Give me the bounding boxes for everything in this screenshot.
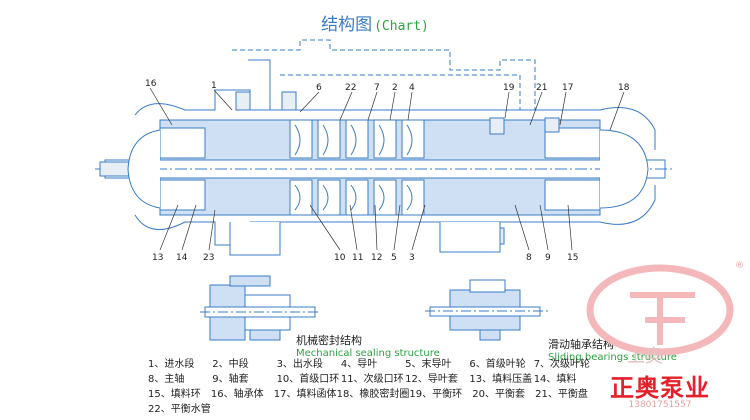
callout-19: 19 — [503, 83, 515, 93]
title-sub: (Chart) — [374, 19, 429, 34]
parts-legend: 1、进水段 2、中段 3、出水段 4、导叶 5、末导叶 6、首级叶轮 7、次级叶… — [148, 357, 598, 417]
registered-mark: ® — [735, 261, 744, 271]
callout-14: 14 — [176, 253, 188, 263]
callout-15: 15 — [567, 253, 578, 263]
brand-name: 正奥泵业 — [610, 374, 710, 402]
callout-2: 2 — [392, 83, 398, 93]
callout-12: 12 — [371, 253, 382, 263]
callout-16: 16 — [145, 79, 157, 89]
legend-item: 11、次级口环 — [340, 374, 404, 385]
legend-item: 6、首级叶轮 — [469, 359, 526, 370]
legend-item: 9、轴套 — [212, 374, 249, 385]
callout-9: 9 — [545, 253, 551, 263]
legend-row: 15、填料环 16、轴承体 17、填料函体 18、橡胶密封圈 19、平衡环 20… — [148, 387, 598, 402]
legend-row: 1、进水段 2、中段 3、出水段 4、导叶 5、末导叶 6、首级叶轮 7、次级叶… — [148, 357, 598, 372]
brand-phone: 13801751557 — [628, 400, 692, 410]
callout-23: 23 — [203, 253, 214, 263]
sliding-bearing-detail — [425, 279, 550, 341]
legend-item: 13、填料压盖 — [469, 374, 533, 385]
page-title: 结构图(Chart) — [0, 10, 750, 35]
legend-row: 22、平衡水管 — [148, 402, 598, 417]
sliding-bearing-caption-en: Sliding bearings structure — [548, 352, 677, 363]
legend-item: 5、末导叶 — [405, 359, 452, 370]
legend-item: 17、填料函体 — [273, 389, 337, 400]
legend-item: 22、平衡水管 — [148, 404, 211, 415]
legend-item: 18、橡胶密封圈 — [336, 389, 410, 400]
legend-item: 10、首级口环 — [276, 374, 340, 385]
mechanical-seal-detail — [200, 275, 320, 341]
callout-7: 7 — [374, 83, 380, 93]
legend-item: 20、平衡套 — [472, 389, 525, 400]
legend-item: 15、填料环 — [148, 389, 201, 400]
legend-item: 7、次级叶轮 — [533, 359, 591, 370]
sliding-bearing-caption: 滑动轴承结构 Sliding bearings structure — [548, 336, 677, 363]
callout-17: 17 — [562, 83, 573, 93]
sliding-bearing-caption-cn: 滑动轴承结构 — [548, 338, 614, 351]
legend-item: 1、进水段 — [148, 359, 195, 370]
callout-22: 22 — [345, 83, 356, 93]
legend-item: 12、导叶套 — [405, 374, 458, 385]
mech-seal-caption-cn: 机械密封结构 — [296, 334, 362, 347]
callout-3: 3 — [409, 253, 415, 263]
mech-seal-caption: 机械密封结构 Mechanical sealing structure — [296, 332, 440, 359]
callout-8: 8 — [526, 253, 532, 263]
callout-13: 13 — [152, 253, 163, 263]
callout-11: 11 — [352, 253, 363, 263]
callout-5: 5 — [391, 253, 397, 263]
legend-item: 2、中段 — [212, 359, 249, 370]
legend-item: 21、平衡盘 — [535, 389, 588, 400]
legend-item: 16、轴承体 — [210, 389, 264, 400]
legend-item: 4、导叶 — [340, 359, 378, 370]
legend-item: 19、平衡环 — [409, 389, 463, 400]
balance-pipe-dashed — [232, 39, 536, 110]
callout-1: 1 — [211, 81, 217, 91]
legend-item: 14、填料 — [533, 374, 577, 385]
mech-seal-caption-en: Mechanical sealing structure — [296, 348, 440, 359]
callout-18: 18 — [618, 83, 630, 93]
logo-text: 上奥 — [627, 346, 663, 367]
title-main: 结构图 — [321, 15, 373, 35]
callout-10: 10 — [334, 253, 346, 263]
callout-4: 4 — [409, 83, 415, 93]
legend-row: 8、主轴 9、轴套 10、首级口环 11、次级口环 12、导叶套 13、填料压盖… — [148, 372, 598, 387]
legend-item: 8、主轴 — [148, 374, 185, 385]
brand-logo: ® 上奥 — [586, 261, 744, 367]
legend-item: 3、出水段 — [276, 359, 323, 370]
callout-21: 21 — [536, 83, 547, 93]
callout-6: 6 — [316, 83, 322, 93]
